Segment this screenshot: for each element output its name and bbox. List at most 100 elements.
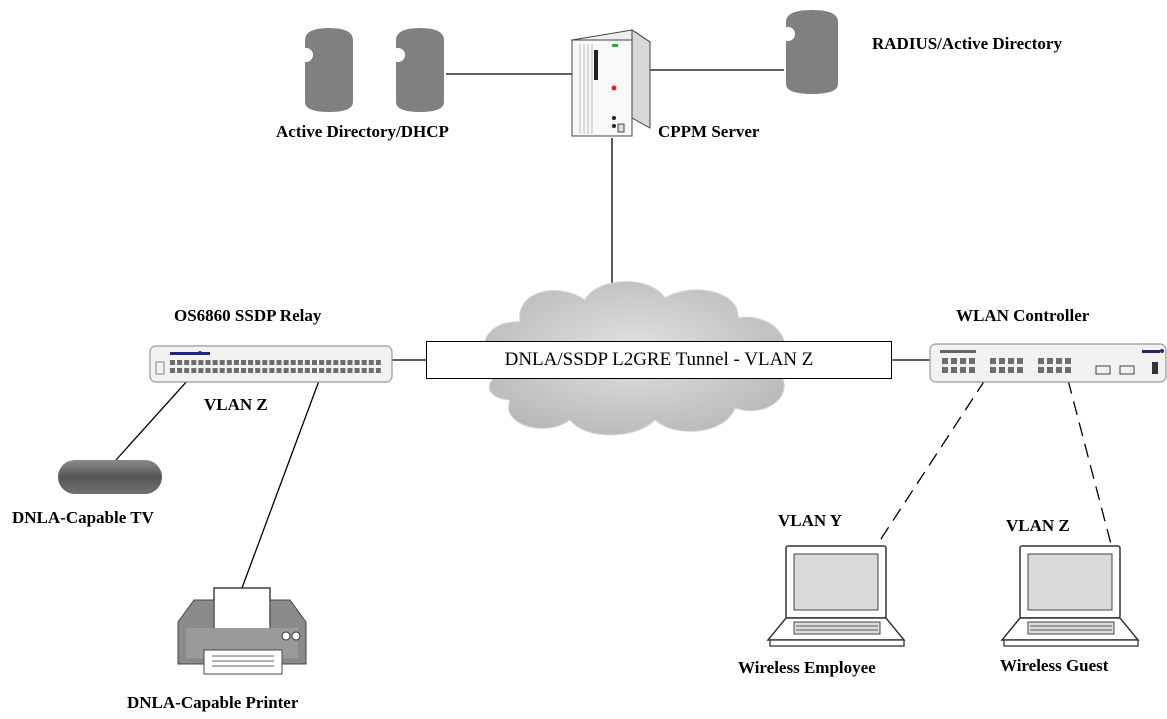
switch-port bbox=[212, 368, 218, 373]
switch-port bbox=[326, 368, 332, 373]
controller-port bbox=[969, 358, 975, 364]
controller-port bbox=[960, 367, 966, 373]
controller-port bbox=[1056, 367, 1062, 373]
switch-port bbox=[333, 360, 339, 365]
switch-port bbox=[312, 360, 317, 365]
controller-port bbox=[1047, 358, 1053, 364]
switch-port bbox=[319, 360, 325, 365]
tv-icon bbox=[58, 460, 162, 494]
controller-port bbox=[1065, 358, 1071, 364]
controller-port bbox=[960, 358, 966, 364]
switch-port bbox=[347, 360, 353, 365]
switch-port bbox=[304, 360, 310, 365]
os6860-switch-icon bbox=[149, 345, 393, 383]
switch-port bbox=[347, 368, 353, 373]
controller-port bbox=[942, 367, 948, 373]
switch-port bbox=[333, 368, 339, 373]
switch-port bbox=[276, 360, 282, 365]
switch-port bbox=[184, 360, 190, 365]
switch-port bbox=[297, 368, 303, 373]
controller-port bbox=[1008, 367, 1014, 373]
switch-port bbox=[276, 368, 282, 373]
switch-port bbox=[170, 360, 175, 365]
switch-port bbox=[248, 368, 254, 373]
controller-port bbox=[1065, 367, 1071, 373]
radius-label: RADIUS/Active Directory bbox=[872, 34, 1062, 53]
switch-port bbox=[219, 360, 225, 365]
guest-label: Wireless Guest bbox=[1000, 656, 1109, 675]
tv-label: DNLA-Capable TV bbox=[12, 508, 154, 527]
switch-port bbox=[319, 368, 325, 373]
controller-port bbox=[999, 367, 1005, 373]
connection-lines bbox=[115, 69, 930, 589]
controller-port bbox=[942, 358, 948, 364]
printer-icon bbox=[177, 587, 307, 675]
printer-label: DNLA-Capable Printer bbox=[127, 693, 299, 712]
radius-server-icon bbox=[781, 10, 838, 94]
controller-port bbox=[1056, 358, 1062, 364]
tunnel-label: DNLA/SSDP L2GRE Tunnel - VLAN Z bbox=[504, 349, 814, 370]
switch-port bbox=[233, 360, 239, 365]
switch-port bbox=[340, 368, 346, 373]
switch-port bbox=[283, 368, 289, 373]
link-switch-printer bbox=[241, 377, 321, 589]
switch-port bbox=[255, 360, 261, 365]
switch-port bbox=[283, 360, 289, 365]
wireless-link-guest bbox=[1067, 379, 1113, 549]
vlan-z-guest-label: VLAN Z bbox=[1006, 516, 1070, 535]
database-icon bbox=[391, 28, 444, 112]
link-switch-tv bbox=[115, 379, 189, 461]
switch-port bbox=[375, 368, 381, 373]
switch-port bbox=[184, 368, 190, 373]
controller-port bbox=[1017, 358, 1023, 364]
switch-port bbox=[262, 368, 268, 373]
controller-port bbox=[990, 367, 996, 373]
controller-port bbox=[1017, 367, 1023, 373]
controller-port bbox=[1047, 367, 1053, 373]
switch-port bbox=[368, 360, 374, 365]
controller-port bbox=[969, 367, 975, 373]
switch-port bbox=[177, 360, 183, 365]
switch-port bbox=[290, 360, 296, 365]
switch-port bbox=[269, 360, 275, 365]
laptop-employee-icon bbox=[766, 545, 906, 647]
switch-port bbox=[212, 360, 218, 365]
wireless-links bbox=[874, 379, 1113, 549]
switch-port bbox=[354, 360, 360, 365]
controller-port bbox=[999, 358, 1005, 364]
switch-port bbox=[262, 360, 268, 365]
tunnel-label-box: DNLA/SSDP L2GRE Tunnel - VLAN Z bbox=[426, 341, 892, 379]
cppm-server-icon bbox=[570, 29, 652, 137]
ad-dhcp-label: Active Directory/DHCP bbox=[276, 122, 449, 141]
laptop-guest-icon bbox=[1000, 545, 1140, 647]
switch-port bbox=[304, 368, 310, 373]
os6860-label: OS6860 SSDP Relay bbox=[174, 306, 322, 325]
switch-port bbox=[205, 368, 211, 373]
switch-port bbox=[340, 360, 346, 365]
switch-port bbox=[177, 368, 183, 373]
wlan-label: WLAN Controller bbox=[956, 306, 1090, 325]
switch-port bbox=[354, 368, 360, 373]
switch-port bbox=[297, 360, 303, 365]
wlan-controller-icon bbox=[929, 343, 1167, 383]
switch-port bbox=[233, 368, 239, 373]
switch-port bbox=[248, 360, 254, 365]
controller-port bbox=[1038, 358, 1044, 364]
switch-port bbox=[198, 360, 204, 365]
switch-port bbox=[269, 368, 275, 373]
switch-port bbox=[241, 368, 246, 373]
switch-port bbox=[170, 368, 175, 373]
vlan-z-switch-label: VLAN Z bbox=[204, 395, 268, 414]
wireless-link-employee bbox=[874, 379, 986, 549]
switch-port bbox=[326, 360, 332, 365]
database-icon bbox=[299, 28, 353, 112]
controller-port bbox=[951, 358, 957, 364]
switch-port bbox=[205, 360, 211, 365]
switch-port bbox=[226, 360, 232, 365]
cppm-label: CPPM Server bbox=[658, 122, 760, 141]
switch-port bbox=[375, 360, 381, 365]
controller-port bbox=[1038, 367, 1044, 373]
controller-port bbox=[1008, 358, 1014, 364]
switch-port bbox=[361, 360, 367, 365]
